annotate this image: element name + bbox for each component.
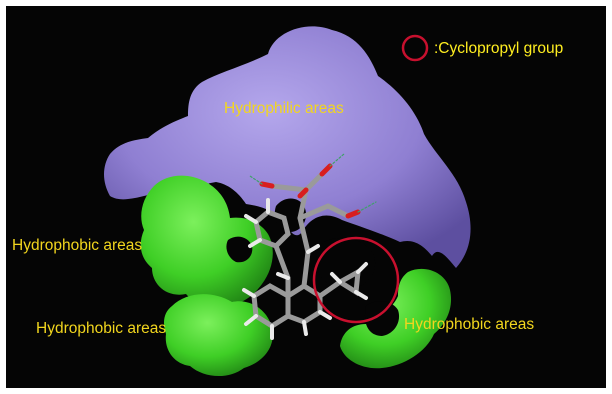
surface-cavity <box>274 198 307 232</box>
surface-cavity <box>364 301 400 336</box>
label-hydrophilic-areas: Hydrophilic areas <box>224 100 344 117</box>
legend-circle-icon <box>401 34 429 62</box>
ligand-molecule <box>242 153 377 340</box>
legend-text: :Cyclopropyl group <box>434 40 564 57</box>
label-hydrophobic-areas-right: Hydrophobic areas <box>404 316 535 333</box>
surface-cavity <box>316 237 376 290</box>
hydrophobic-surface-bottom-left <box>164 294 273 377</box>
surface-illustration <box>104 26 471 377</box>
hydrophobic-surface-left <box>140 175 273 309</box>
cyclopropyl-highlight-circle <box>312 236 400 324</box>
label-hydrophobic-areas-left: Hydrophobic areas <box>12 237 143 254</box>
hydrophilic-surface <box>104 26 471 268</box>
label-hydrophobic-areas-bottom-left: Hydrophobic areas <box>36 320 167 337</box>
surface-cavity <box>226 236 253 263</box>
molecular-surface-scene: :Cyclopropyl group Hydrophilic areas Hyd… <box>6 6 606 388</box>
